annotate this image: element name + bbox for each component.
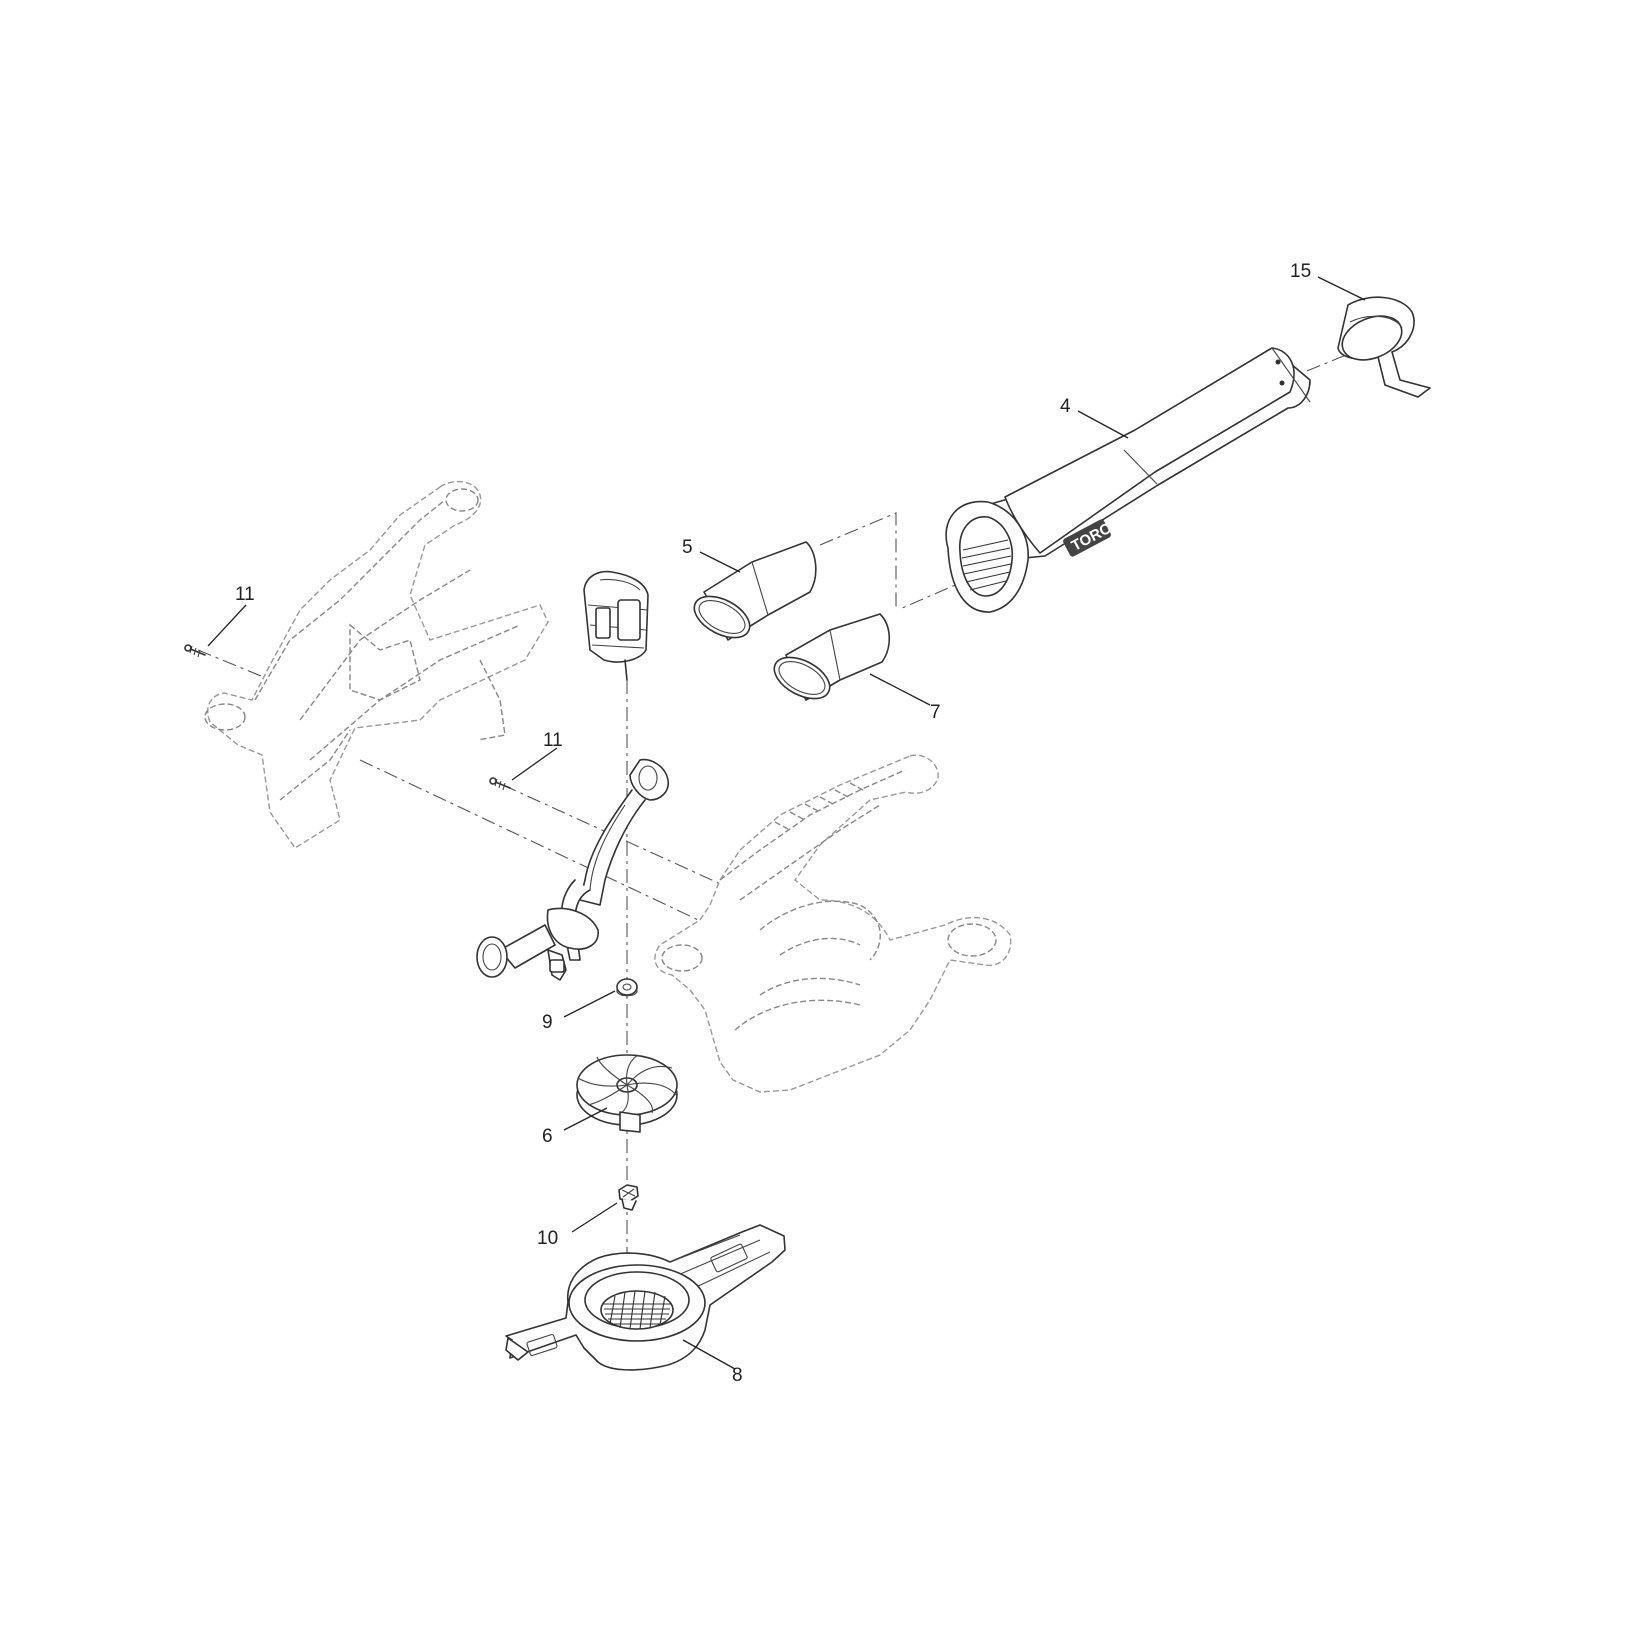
- callout-9: 9: [542, 1012, 553, 1033]
- callout-11-lower: 11: [543, 730, 563, 751]
- part-11-screw-upper: [184, 644, 206, 658]
- part-9-washer: [616, 978, 638, 997]
- callout-leaders: [207, 276, 1366, 1370]
- motor: [583, 570, 649, 681]
- part-11-screw-lower: [489, 777, 511, 791]
- part-8-base-fan-cover: [505, 1224, 786, 1371]
- callout-7: 7: [930, 702, 941, 723]
- right-housing-half: [654, 754, 1012, 1093]
- callout-4: 4: [1060, 396, 1071, 417]
- part-6-impeller-fan: [576, 1054, 678, 1133]
- callout-8: 8: [732, 1365, 743, 1386]
- callout-labels: 15 4 5 7 11 11 9 6 10 8: [235, 261, 1311, 1386]
- callout-6: 6: [542, 1126, 553, 1147]
- callout-11-upper: 11: [235, 584, 255, 605]
- switch-cord-assembly: [476, 758, 670, 981]
- callout-5: 5: [682, 537, 693, 558]
- part-7-nozzle: [773, 613, 891, 701]
- callout-10: 10: [537, 1228, 558, 1249]
- callout-15: 15: [1290, 261, 1311, 282]
- left-housing-half: [204, 480, 549, 849]
- part-5-nozzle: [693, 541, 817, 641]
- part-4-blower-tube: TORO: [945, 347, 1311, 613]
- part-10-nut: [618, 1184, 639, 1211]
- part-15-tube-clip: [1337, 296, 1431, 398]
